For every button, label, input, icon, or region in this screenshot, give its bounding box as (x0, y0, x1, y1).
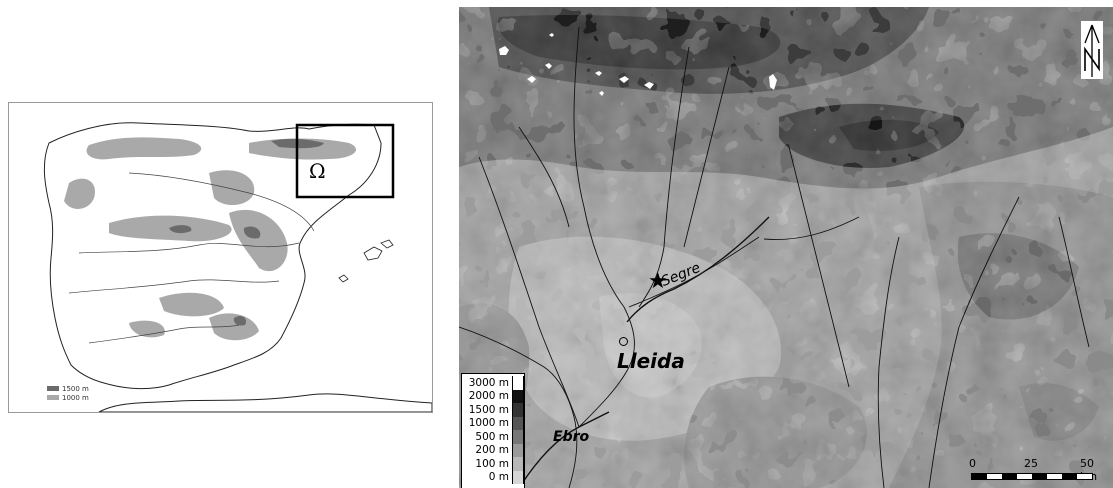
study-area-box (295, 123, 395, 199)
region-symbol: Ω (309, 159, 326, 183)
north-arrow-icon (1081, 21, 1103, 79)
segre-river (626, 216, 770, 323)
snow-peaks (499, 33, 777, 96)
scale-tick-25: 25 (1024, 457, 1038, 470)
city-marker-icon (619, 337, 628, 346)
ebro-river (518, 411, 610, 488)
legend-label-1500: 1500 m (62, 384, 89, 393)
scale-bar: 0 25 50 km (967, 457, 1113, 487)
elevation-legend-row: 1500 m (464, 403, 524, 417)
scale-bar-graphic (971, 473, 1093, 480)
elevation-legend-row: 0 m (464, 470, 524, 484)
elevation-legend-swatch (512, 470, 524, 484)
elevation-legend-swatch (512, 443, 524, 457)
elevation-legend-label: 200 m (475, 444, 509, 457)
legend-swatch-1500 (47, 386, 59, 391)
elevation-legend-row: 3000 m (464, 376, 524, 390)
scale-tick-0: 0 (969, 457, 976, 470)
elevation-legend-row: 500 m (464, 430, 524, 444)
elevation-legend-swatch (512, 457, 524, 471)
elevation-1000m-areas (64, 137, 357, 341)
elevation-legend-label: 1000 m (468, 417, 509, 430)
iberia-outline-svg: Ω (9, 103, 432, 412)
elevation-legend-row: 100 m (464, 457, 524, 471)
elevation-legend-label: 500 m (475, 430, 509, 443)
elevation-legend-swatch (512, 430, 524, 444)
legend-swatch-1000 (47, 395, 59, 400)
relief-map-svg (459, 7, 1113, 488)
elevation-legend-label: 3000 m (468, 376, 509, 389)
ebro-label: Ebro (553, 429, 590, 445)
elevation-legend-label: 2000 m (468, 390, 509, 403)
elevation-legend-row: 1000 m (464, 416, 524, 430)
river-network (459, 26, 1090, 488)
legend-label-1000: 1000 m (62, 393, 89, 402)
elevation-legend-label: 1500 m (468, 403, 509, 416)
inset-map: Ω 1500 m 1000 m (8, 102, 433, 413)
elevation-legend-swatch (512, 376, 524, 390)
elevation-legend-swatch (512, 403, 524, 417)
elevation-legend-label: 100 m (475, 457, 509, 470)
star-icon: ★ (648, 269, 668, 294)
inset-legend: 1500 m 1000 m (47, 384, 89, 402)
elevation-legend-swatch (512, 389, 524, 403)
lleida-label: Lleida (617, 349, 685, 373)
balearic-islands (338, 239, 394, 283)
inset-rivers (68, 172, 315, 344)
elevation-legend-row: 200 m (464, 443, 524, 457)
elevation-legend-label: 0 m (488, 471, 509, 484)
elevation-legend-row: 2000 m (464, 389, 524, 403)
elevation-legend-swatch (512, 416, 524, 430)
